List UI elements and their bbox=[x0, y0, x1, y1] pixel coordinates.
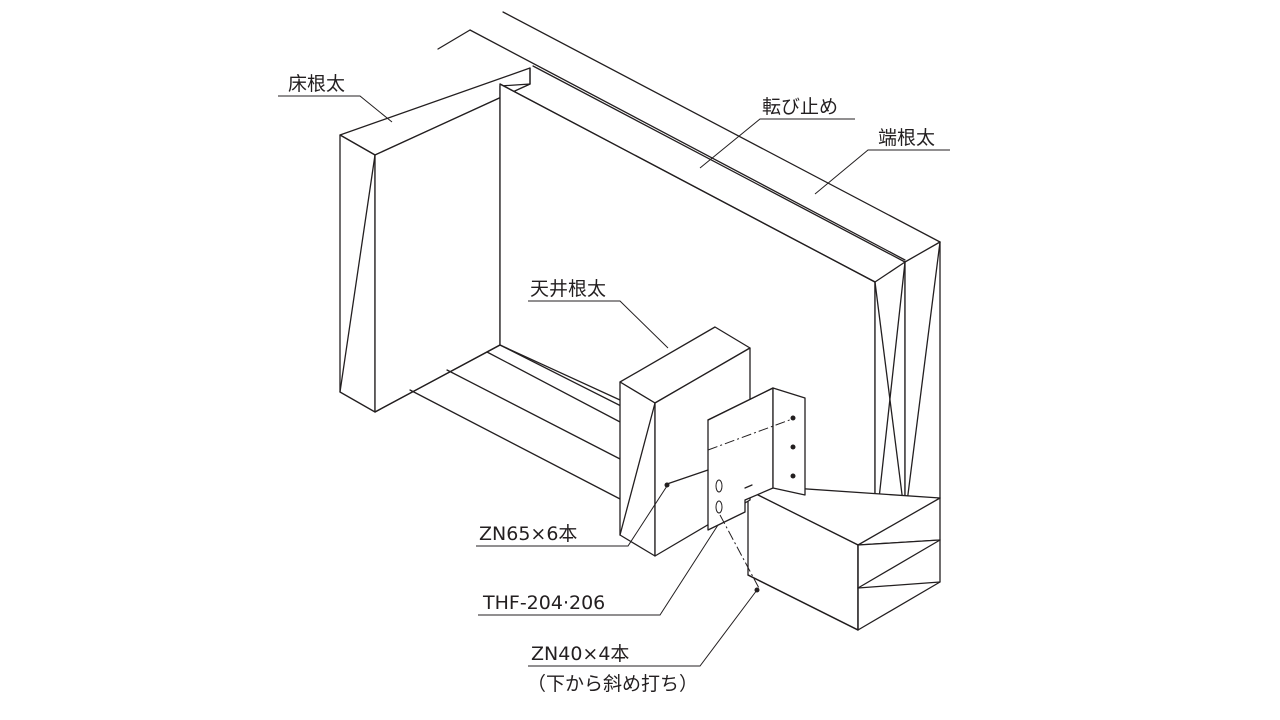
rim-joist bbox=[874, 241, 941, 536]
label-nail-zn40-note: （下から斜め打ち） bbox=[527, 673, 698, 695]
label-nail-zn65: ZN65×6本 bbox=[479, 523, 577, 545]
label-blocking: 転び止め bbox=[762, 96, 838, 118]
label-floor-joist: 床根太 bbox=[288, 73, 345, 95]
leader-lines bbox=[278, 95, 950, 667]
hanger-nail-hole bbox=[790, 444, 796, 450]
hanger-nail-hole bbox=[790, 473, 796, 479]
leader-zn40 bbox=[528, 589, 758, 667]
nail-zn65 bbox=[664, 482, 670, 488]
top-edge-lines bbox=[437, 11, 941, 261]
joist-hanger bbox=[707, 387, 806, 531]
leader-zn65 bbox=[476, 485, 668, 547]
hanger-slot-upper bbox=[715, 479, 723, 493]
leader-floor-joist bbox=[278, 95, 393, 123]
label-ceiling-joist: 天井根太 bbox=[530, 278, 606, 300]
labels: 床根太 転び止め 端根太 天井根太 ZN65×6本 THF-204·206 ZN… bbox=[288, 73, 935, 695]
ceiling-joist-base bbox=[374, 344, 626, 501]
bottom-header bbox=[747, 484, 941, 631]
floor-joist bbox=[339, 67, 531, 413]
label-nail-zn40: ZN40×4本 bbox=[531, 643, 629, 665]
label-rim-joist: 端根太 bbox=[878, 127, 935, 149]
leader-blocking bbox=[699, 118, 855, 169]
hanger-nail-hole bbox=[790, 415, 796, 421]
leader-rim-joist bbox=[814, 149, 950, 195]
hanger-slot-lower bbox=[715, 500, 723, 514]
leader-hanger bbox=[478, 524, 719, 616]
leader-ceiling-joist bbox=[528, 300, 669, 349]
label-hanger: THF-204·206 bbox=[482, 592, 605, 614]
nails bbox=[664, 469, 761, 593]
